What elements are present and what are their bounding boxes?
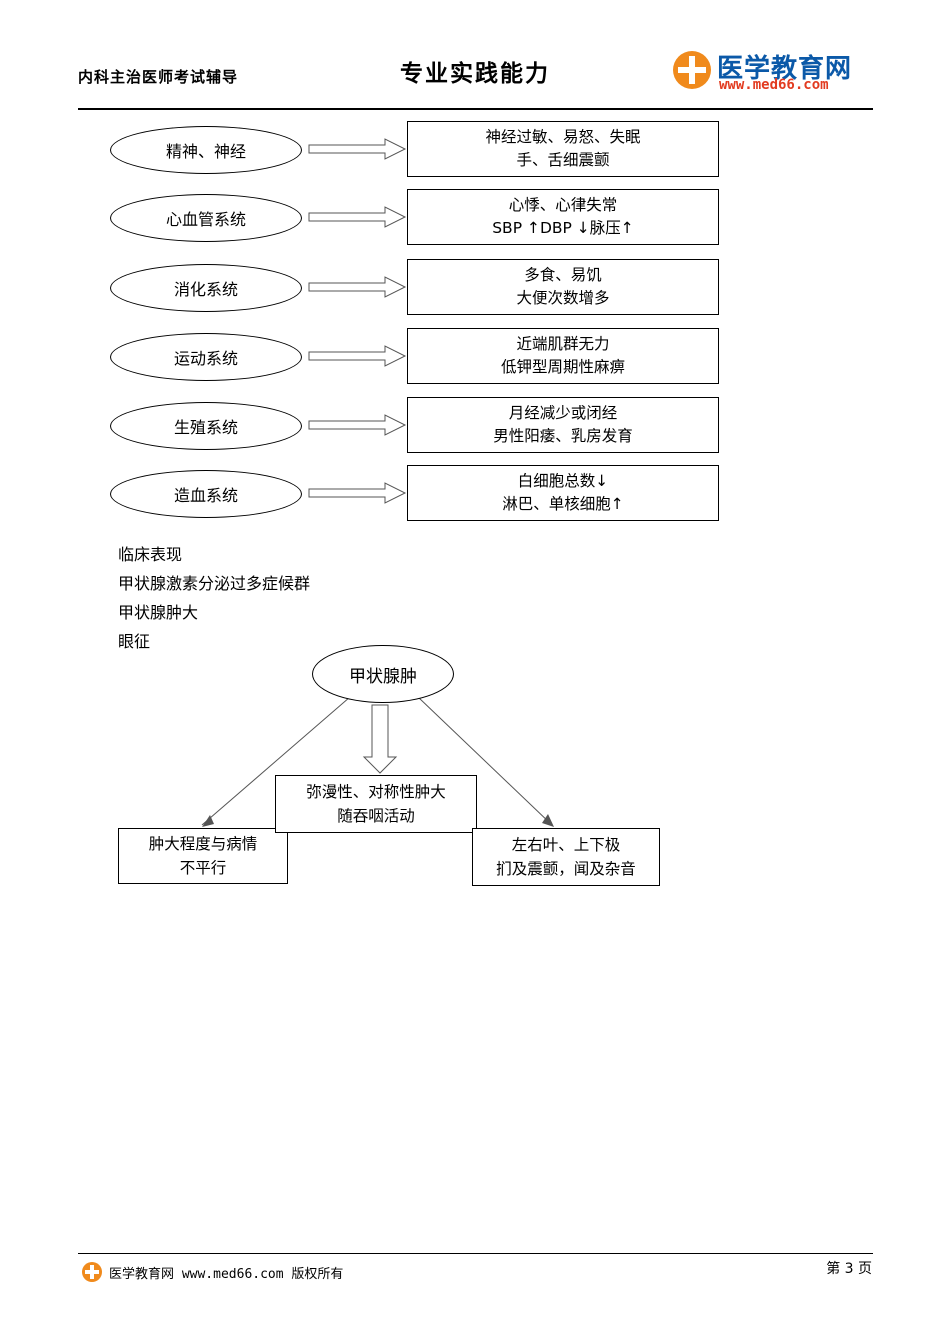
- cross-logo-icon-small: [82, 1262, 102, 1282]
- symptom-line: 大便次数增多: [516, 289, 610, 307]
- symptom-line: 心悸、心律失常: [508, 196, 618, 214]
- arrow-icon-5: [307, 413, 407, 437]
- clinical-text-block: 临床表现 甲状腺激素分泌过多症候群 甲状腺肿大 眼征: [118, 540, 310, 656]
- goiter-right-box: 左右叶、上下极 扪及震颤，闻及杂音: [472, 828, 660, 886]
- header-center-title: 专业实践能力: [400, 61, 550, 87]
- logo-url: www.med66.com: [719, 77, 829, 93]
- site-logo: 医学教育网 www.med66.com: [673, 48, 873, 96]
- goiter-middle-line: 随吞咽活动: [337, 807, 415, 825]
- system-label-2: 心血管系统: [165, 210, 246, 229]
- system-ellipse-1: 精神、神经: [110, 126, 302, 174]
- system-label-3: 消化系统: [173, 280, 238, 299]
- goiter-right-line: 左右叶、上下极: [511, 836, 621, 854]
- system-ellipse-6: 造血系统: [110, 470, 302, 518]
- symptom-line: 近端肌群无力: [516, 335, 610, 353]
- system-ellipse-2: 心血管系统: [110, 194, 302, 242]
- arrow-icon-2: [307, 205, 407, 229]
- goiter-left-line: 肿大程度与病情: [148, 835, 258, 853]
- symptom-line: 低钾型周期性麻痹: [500, 358, 625, 376]
- goiter-root-label: 甲状腺肿: [349, 666, 417, 687]
- symptom-line: 手、舌细震颤: [516, 151, 610, 169]
- system-ellipse-4: 运动系统: [110, 333, 302, 381]
- goiter-right-line: 扪及震颤，闻及杂音: [496, 860, 636, 878]
- arrow-icon-6: [307, 481, 407, 505]
- goiter-diagram: 甲状腺肿 肿大程度与病情 不平行 弥漫性、对称性肿大 随吞咽活动 左右叶、上下极…: [100, 645, 720, 886]
- system-label-5: 生殖系统: [173, 418, 238, 437]
- system-label-4: 运动系统: [173, 349, 238, 368]
- symptom-line: 白细胞总数↓: [517, 472, 609, 490]
- symptom-box-6: 白细胞总数↓ 淋巴、单核细胞↑: [407, 465, 719, 521]
- page-footer: 医学教育网 www.med66.com 版权所有: [82, 1262, 343, 1282]
- symptom-box-4: 近端肌群无力 低钾型周期性麻痹: [407, 328, 719, 384]
- system-ellipse-5: 生殖系统: [110, 402, 302, 450]
- system-label-6: 造血系统: [173, 486, 238, 505]
- symptom-box-2: 心悸、心律失常 SBP ↑DBP ↓脉压↑: [407, 189, 719, 245]
- logo-text: 医学教育网: [717, 54, 853, 84]
- goiter-left-box: 肿大程度与病情 不平行: [118, 828, 288, 884]
- footer-divider: [78, 1253, 873, 1254]
- text-line-4: 眼征: [118, 632, 151, 651]
- arrow-icon-4: [307, 344, 407, 368]
- symptom-line: 男性阳痿、乳房发育: [493, 427, 633, 445]
- symptom-line: SBP ↑DBP ↓脉压↑: [492, 219, 634, 237]
- arrow-icon-3: [307, 275, 407, 299]
- goiter-middle-box: 弥漫性、对称性肿大 随吞咽活动: [275, 775, 477, 833]
- cross-logo-icon: [673, 51, 711, 89]
- text-line-3: 甲状腺肿大: [118, 603, 199, 622]
- header-left-title: 内科主治医师考试辅导: [78, 68, 239, 86]
- text-line-1: 临床表现: [118, 545, 183, 564]
- system-label-1: 精神、神经: [165, 142, 246, 161]
- arrow-icon-1: [307, 137, 407, 161]
- page-number: 第 3 页: [826, 1261, 872, 1277]
- goiter-connector-lines: [201, 696, 554, 827]
- goiter-left-line: 不平行: [179, 859, 227, 877]
- text-line-2: 甲状腺激素分泌过多症候群: [118, 574, 311, 593]
- system-ellipse-3: 消化系统: [110, 264, 302, 312]
- symptom-line: 神经过敏、易怒、失眠: [485, 128, 641, 146]
- symptom-line: 多食、易饥: [524, 266, 602, 284]
- symptom-line: 月经减少或闭经: [508, 404, 618, 422]
- symptom-systems-diagram: 精神、神经 神经过敏、易怒、失眠 手、舌细震颤 心血管系统 心悸、心律失常 SB…: [110, 118, 750, 528]
- symptom-box-1: 神经过敏、易怒、失眠 手、舌细震颤: [407, 121, 719, 177]
- page-header: 内科主治医师考试辅导 专业实践能力 医学教育网 www.med66.com: [78, 46, 873, 110]
- symptom-line: 淋巴、单核细胞↑: [502, 495, 624, 513]
- goiter-root-ellipse: 甲状腺肿: [312, 645, 454, 703]
- footer-text: 医学教育网 www.med66.com 版权所有: [109, 1266, 344, 1282]
- goiter-middle-line: 弥漫性、对称性肿大: [306, 783, 446, 801]
- symptom-box-3: 多食、易饥 大便次数增多: [407, 259, 719, 315]
- symptom-box-5: 月经减少或闭经 男性阳痿、乳房发育: [407, 397, 719, 453]
